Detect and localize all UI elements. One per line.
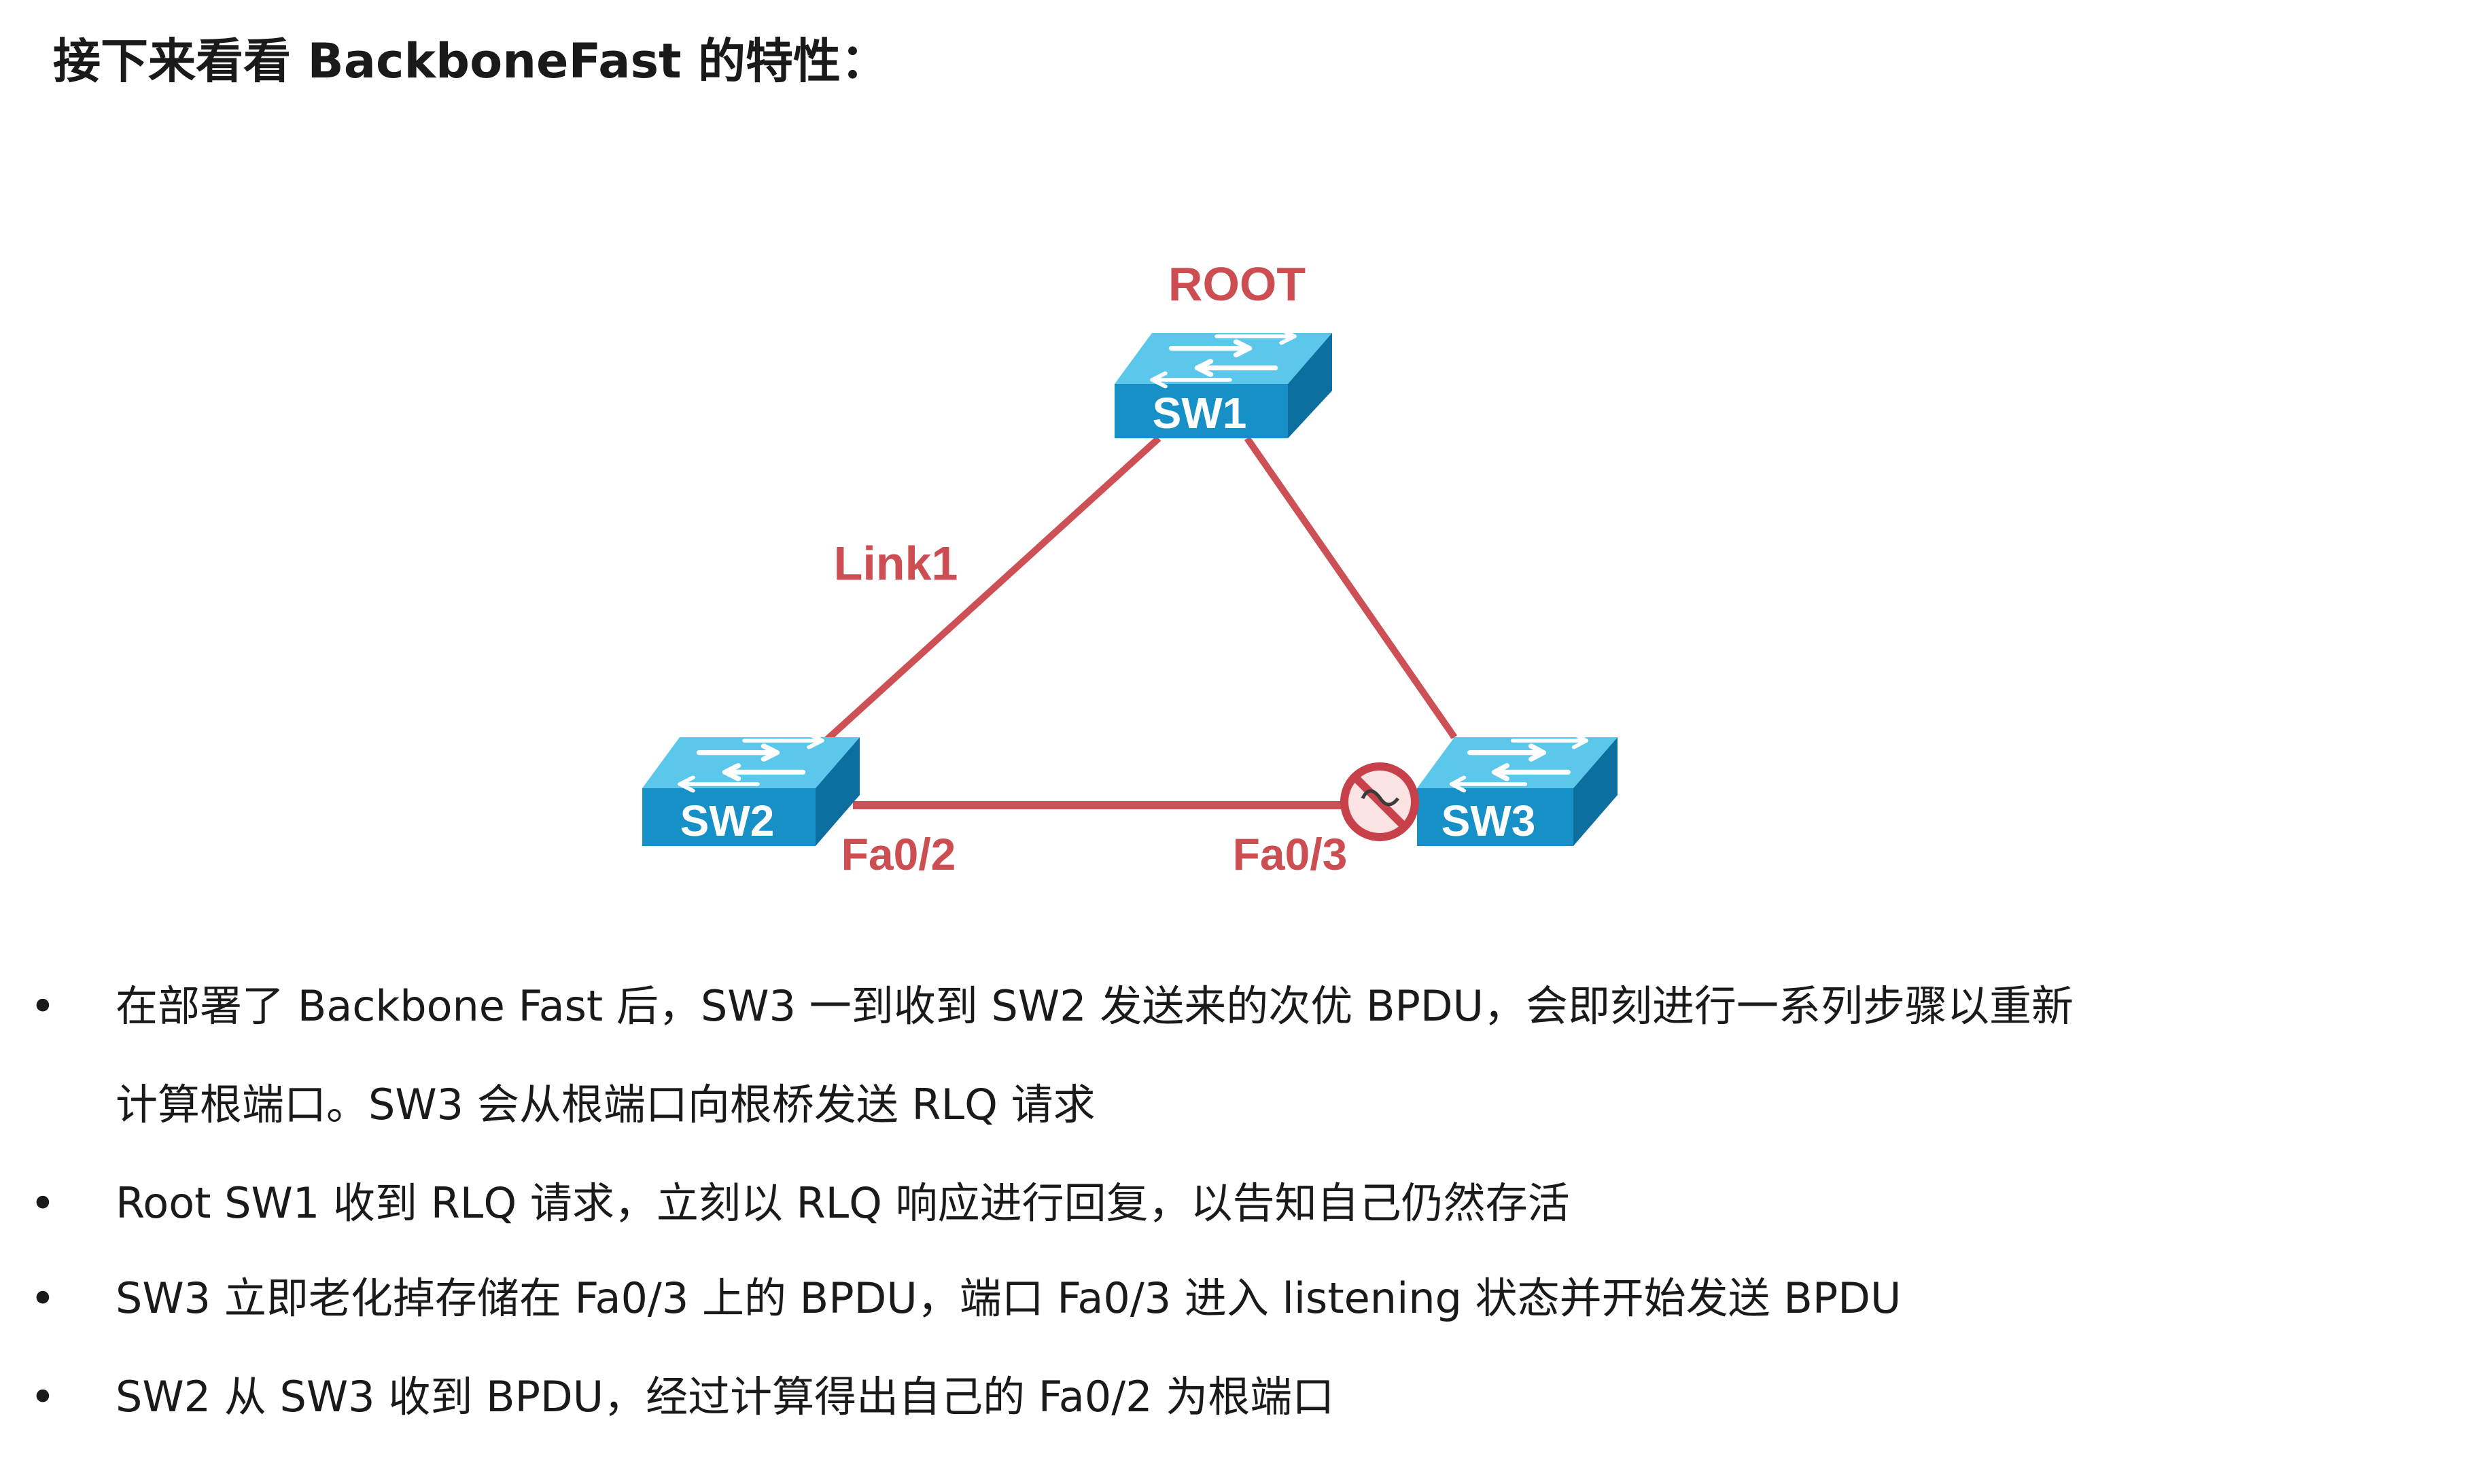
sw3-port-label: Fa0/3	[1233, 829, 1348, 879]
bullet-marker: •	[30, 1373, 56, 1423]
link1-label: Link1	[834, 537, 958, 590]
sw2-port-label: Fa0/2	[841, 829, 956, 879]
bullet-1-line-1: 在部署了 Backbone Fast 后，SW3 一到收到 SW2 发送来的次优…	[116, 981, 2074, 1031]
switch-sw1-icon	[1115, 330, 1332, 438]
bullet-marker: •	[30, 982, 56, 1032]
page-heading: 接下来看看 BackboneFast 的特性：	[53, 33, 888, 89]
link-sw1-sw3-line	[1244, 436, 1458, 739]
switch-sw3-icon	[1417, 734, 1618, 846]
root-label: ROOT	[1168, 258, 1306, 311]
bullet-4-line-1: SW2 从 SW3 收到 BPDU，经过计算得出自己的 Fa0/2 为根端口	[116, 1372, 1335, 1421]
bullet-1-line-2: 计算根端口。SW3 会从根端口向根桥发送 RLQ 请求	[116, 1080, 1096, 1129]
link1-line	[823, 436, 1161, 743]
bullet-marker: •	[30, 1274, 56, 1324]
bullet-2-line-1: Root SW1 收到 RLQ 请求，立刻以 RLQ 响应进行回复，以告知自己仍…	[116, 1178, 1570, 1228]
sw3-label: SW3	[1441, 796, 1536, 845]
sw1-label: SW1	[1153, 389, 1247, 438]
sw2-label: SW2	[680, 796, 775, 845]
stp-topology-diagram: SW1 SW2 SW3 ROOT Link1 Fa0/2 Fa0/3	[642, 258, 1618, 879]
blocked-port-icon	[1340, 762, 1419, 841]
bullet-3-line-1: SW3 立即老化掉存储在 Fa0/3 上的 BPDU，端口 Fa0/3 进入 l…	[116, 1273, 1902, 1323]
bullet-marker: •	[30, 1179, 56, 1229]
switch-sw2-icon	[642, 734, 860, 846]
